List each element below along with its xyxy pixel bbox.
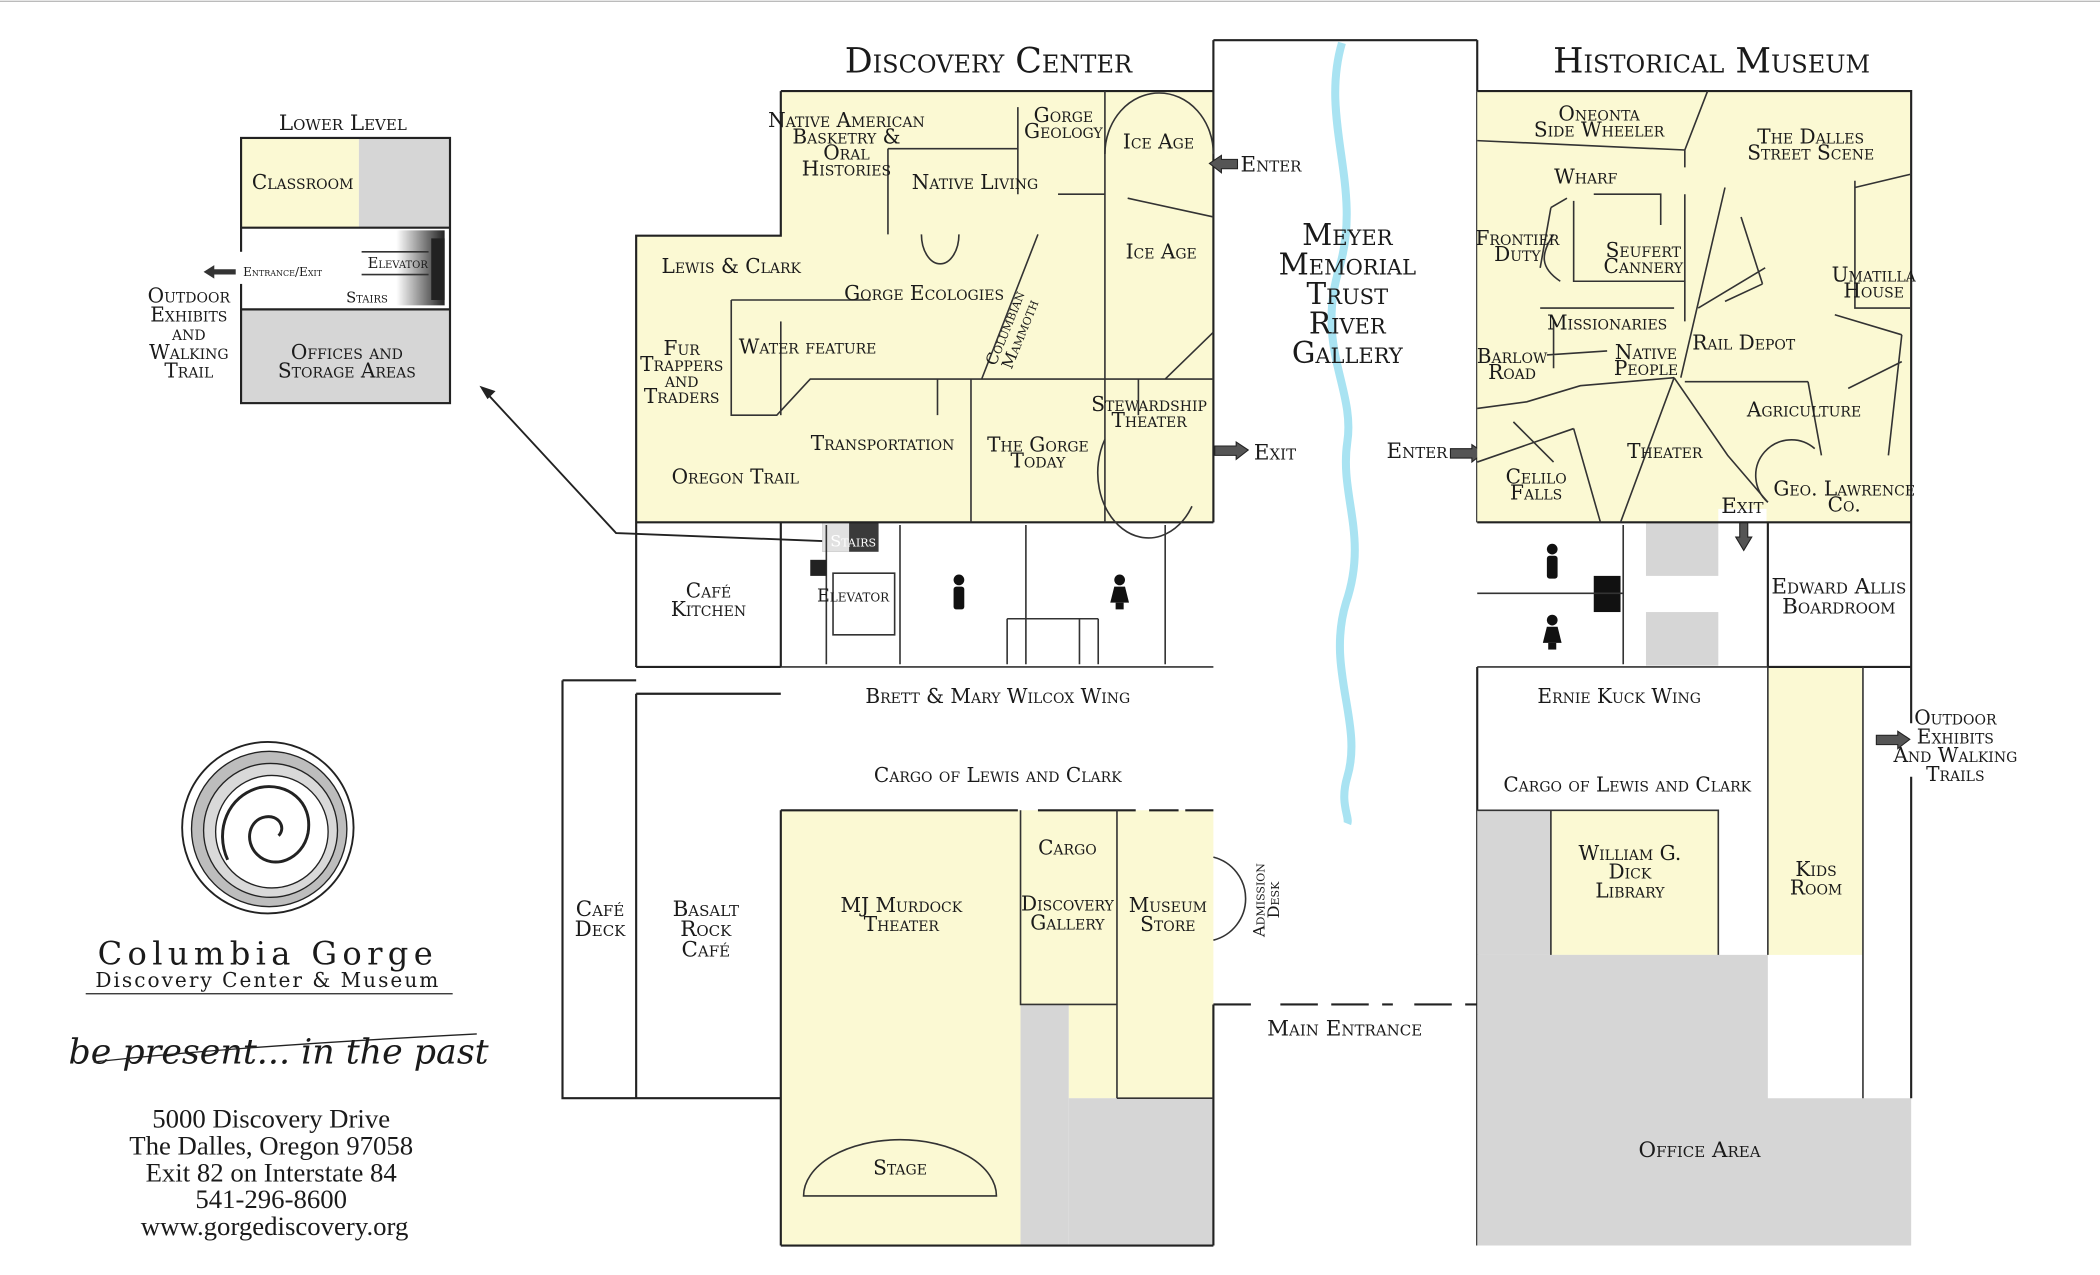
spiral-logo-icon bbox=[181, 741, 355, 915]
enter-label-museum: Enter bbox=[1386, 439, 1448, 464]
kuck-wing-label: Ernie Kuck Wing bbox=[1537, 684, 1701, 708]
lewis-clark-label: Lewis & Clark bbox=[662, 254, 802, 278]
lower-level-pointer-line bbox=[484, 390, 823, 543]
main-stairs-label: Stairs bbox=[830, 531, 876, 550]
brand-tagline: be present... in the past bbox=[68, 1032, 489, 1072]
enter-label-top: Enter bbox=[1240, 152, 1302, 177]
exit-label-dc: Exit bbox=[1254, 440, 1296, 465]
museum-theater-label: Theater bbox=[1627, 439, 1703, 463]
brand-name-line2: Discovery Center & Museum bbox=[95, 968, 440, 992]
native-living-label: Native Living bbox=[912, 170, 1038, 194]
museum-womens-restroom-icon bbox=[1542, 614, 1562, 650]
dc-cargo-corridor-label: Cargo of Lewis and Clark bbox=[874, 763, 1122, 787]
elevator-shaft bbox=[832, 572, 896, 636]
lower-stairs-label: Stairs bbox=[346, 290, 388, 307]
main-elevator-label: Elevator bbox=[817, 586, 890, 606]
brand-name-line1: Columbia Gorge bbox=[98, 934, 439, 972]
lower-elevator-label: Elevator bbox=[368, 255, 429, 272]
office-area-label: Office Area bbox=[1639, 1138, 1761, 1163]
discovery-center-building bbox=[561, 40, 1247, 1247]
stage-label: Stage bbox=[873, 1156, 927, 1180]
main-entrance-label: Main Entrance bbox=[1267, 1016, 1422, 1041]
wharf-label: Wharf bbox=[1554, 164, 1617, 188]
museum-mens-restroom-icon bbox=[1546, 543, 1558, 579]
pointer-arrowhead-icon bbox=[479, 385, 496, 400]
water-feature-label: Water feature bbox=[739, 335, 877, 359]
enter-arrow-icon bbox=[1208, 154, 1239, 174]
lower-classroom-label: Classroom bbox=[252, 170, 354, 194]
historical-museum-building bbox=[1476, 90, 1913, 1246]
missionaries-label: Missionaries bbox=[1547, 310, 1667, 334]
agriculture-label: Agriculture bbox=[1746, 398, 1861, 422]
lower-exit-arrow-icon bbox=[203, 265, 236, 279]
admission-desk-arc bbox=[1213, 856, 1247, 941]
rail-depot-label: Rail Depot bbox=[1692, 331, 1796, 355]
lower-entrance-label: Entrance/Exit bbox=[243, 265, 323, 279]
oregon-trail-label: Oregon Trail bbox=[672, 464, 799, 488]
stairs-sign-icon bbox=[810, 559, 827, 576]
stage-shape bbox=[802, 1138, 998, 1197]
admission-desk-label: AdmissionDesk bbox=[1249, 863, 1283, 938]
river-line-icon bbox=[1327, 41, 1359, 826]
wilcox-wing-label: Brett & Mary Wilcox Wing bbox=[865, 684, 1130, 708]
historical-museum-title: Historical Museum bbox=[1553, 41, 1870, 81]
exit-label-museum: Exit bbox=[1721, 494, 1763, 519]
lower-level-inset bbox=[203, 136, 452, 405]
exit-arrow-icon bbox=[1214, 440, 1250, 461]
museum-enter-arrow-icon bbox=[1449, 443, 1485, 464]
outdoor-arrow-icon bbox=[1875, 730, 1911, 750]
address-block: 5000 Discovery Drive The Dalles, Oregon … bbox=[129, 1104, 420, 1241]
ice-age-label-1: Ice Age bbox=[1123, 130, 1194, 154]
gorge-ecologies-label: Gorge Ecologies bbox=[844, 281, 1004, 305]
mens-restroom-icon bbox=[953, 574, 965, 610]
womens-restroom-icon bbox=[1110, 574, 1130, 610]
museum-exit-arrow-icon bbox=[1734, 519, 1753, 552]
museum-cargo-corridor-label: Cargo of Lewis and Clark bbox=[1503, 773, 1751, 797]
ice-age-label-2: Ice Age bbox=[1126, 239, 1197, 263]
transportation-label: Transportation bbox=[811, 431, 955, 455]
discovery-center-title: Discovery Center bbox=[845, 41, 1133, 81]
lower-level-title: Lower Level bbox=[279, 111, 407, 136]
